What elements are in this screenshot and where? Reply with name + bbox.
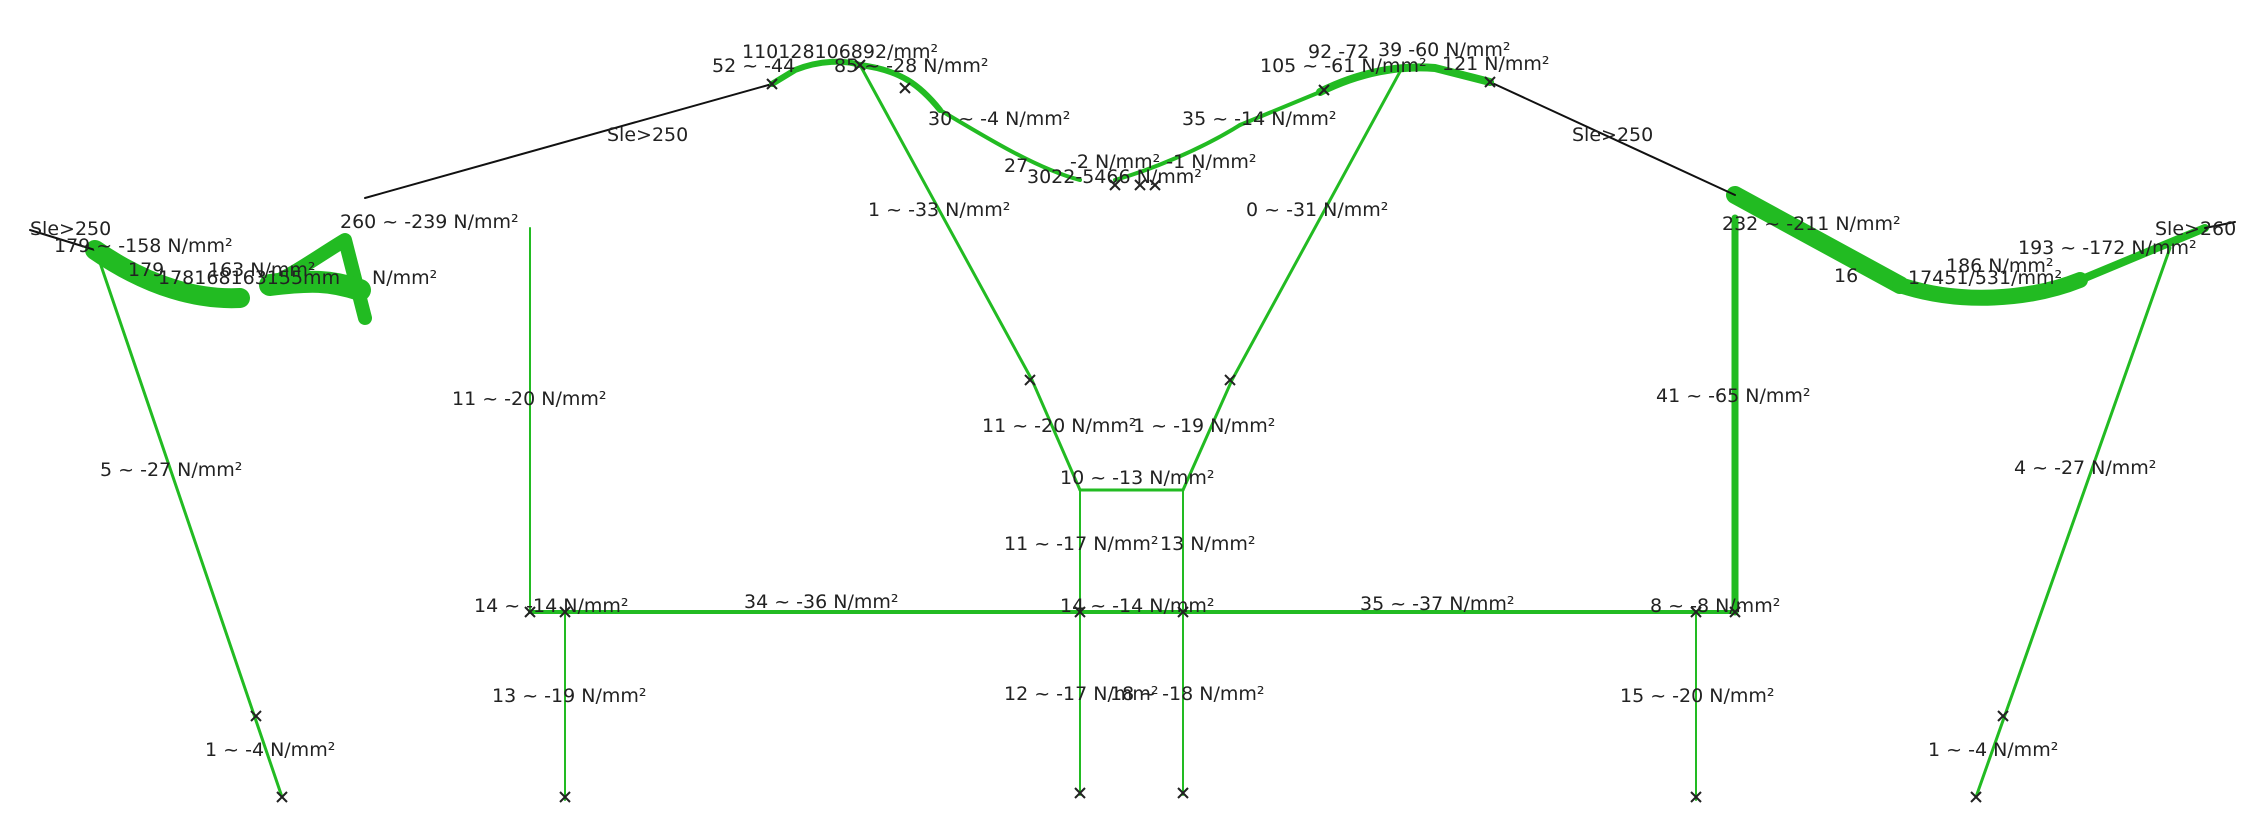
label-leg-right: 15 ~ -20 N/mm² (1620, 685, 1775, 707)
label-beam-left-node: 14 ~ -14 N/mm² (474, 595, 629, 617)
label-right-tip-d: 17451/531/mm² (1908, 267, 2062, 289)
member-left-tip-black (29, 229, 96, 251)
label-beam-left-span: 34 ~ -36 N/mm² (744, 591, 899, 613)
label-left-tip-e: N/mm² (372, 267, 437, 289)
label-top-right-c: 105 ~ -61 N/mm² (1260, 55, 1427, 77)
label-right-outer-col: 4 ~ -27 N/mm² (2014, 457, 2156, 479)
member-right-ridge-seg (1316, 63, 1494, 96)
label-left-end-sle: Sle>250 (30, 218, 111, 240)
member-right-valley (1113, 123, 1242, 182)
member-right-inner-diag (1181, 66, 1404, 492)
label-right-eave: 232 ~ -211 N/mm² (1722, 213, 1901, 235)
node-marker (1074, 606, 1086, 618)
label-left-col-upper: 11 ~ -20 N/mm² (452, 388, 607, 410)
member-right-outer-col (1974, 246, 2172, 799)
node-marker (559, 791, 571, 803)
node-markers (250, 59, 2009, 803)
label-left-sle: Sle>250 (607, 124, 688, 146)
label-right-end-sle: Sle>260 (2155, 218, 2236, 240)
label-leg-mid-left: 12 ~ -17 N/mm² (1004, 683, 1159, 705)
node-marker (1484, 76, 1496, 88)
label-valley-a: 27 (1004, 155, 1028, 177)
label-beam-right-span: 35 ~ -37 N/mm² (1360, 593, 1515, 615)
label-top-left-c: 85 ~ -28 N/mm² (834, 55, 989, 77)
label-top-right-b: 39 -60 N/mm² (1378, 39, 1511, 61)
member-right-eave-tip (2076, 224, 2209, 284)
node-marker (1690, 791, 1702, 803)
label-beam-right-node: 8 ~ -8 N/mm² (1650, 595, 1780, 617)
label-right-diag: 0 ~ -31 N/mm² (1246, 199, 1388, 221)
member-left-eave-curve (85, 240, 250, 309)
node-marker (250, 710, 262, 722)
node-marker (1177, 606, 1189, 618)
node-marker (766, 78, 778, 90)
node-marker (559, 606, 571, 618)
member-right-tip-black (2204, 221, 2236, 229)
label-center-left-a: 11 ~ -20 N/mm² (982, 415, 1137, 437)
label-center-post-right: 13 N/mm² (1160, 533, 1255, 555)
label-right-tip-a: 193 ~ -172 N/mm² (2018, 237, 2197, 259)
stress-labels: 110128106892/mm² 52 ~ -44 85 ~ -28 N/mm²… (30, 39, 2236, 761)
label-right-tip-b: 16 (1834, 265, 1858, 287)
label-top-left-b: 52 ~ -44 (712, 55, 795, 77)
label-top-right-d: 121 N/mm² (1442, 53, 1550, 75)
label-foot-left: 1 ~ -4 N/mm² (205, 739, 335, 761)
label-top-right-a: 92 -72 (1308, 41, 1369, 63)
node-marker (1318, 84, 1330, 96)
member-right-ridge-up (1238, 90, 1322, 127)
node-marker (1970, 791, 1982, 803)
label-valley-b: 3022-5466 N/mm² (1027, 166, 1202, 188)
node-marker (1024, 374, 1036, 386)
label-left-tip-c: 163 N/mm² (208, 259, 316, 281)
label-left-30: 30 ~ -4 N/mm² (928, 108, 1070, 130)
node-marker (1729, 606, 1741, 618)
label-beam-mid-node: 14 ~ -14 N/mm² (1060, 595, 1215, 617)
structural-members (29, 58, 2236, 801)
label-right-tip-c: 186 N/mm² (1946, 255, 2054, 277)
member-left-rafter-black (364, 83, 773, 199)
member-right-rafter-black (1489, 81, 1736, 196)
node-marker (276, 791, 288, 803)
member-left-ridge-seg (769, 58, 863, 87)
label-leg-left: 13 ~ -19 N/mm² (492, 685, 647, 707)
label-left-tip-a: 179 ~ -158 N/mm² (54, 235, 233, 257)
member-right-eave-curve (1892, 272, 2088, 306)
member-left-eave-mid (259, 270, 371, 301)
node-marker (899, 82, 911, 94)
label-right-col-upper: 41 ~ -65 N/mm² (1656, 385, 1811, 407)
label-left-eave: 260 ~ -239 N/mm² (340, 211, 519, 233)
member-right-eave-thick (1726, 186, 1909, 294)
member-left-inner-diag (858, 63, 1082, 492)
node-marker (1690, 606, 1702, 618)
node-marker (1134, 179, 1146, 191)
node-marker (524, 606, 536, 618)
label-foot-right: 1 ~ -4 N/mm² (1928, 739, 2058, 761)
label-left-tip-b: 179 (128, 259, 164, 281)
label-center-post-left: 11 ~ -17 N/mm² (1004, 533, 1159, 555)
label-top-left-a: 110128106892/mm² (742, 41, 938, 63)
label-valley-c: -2 N/mm² -1 N/mm² (1070, 151, 1257, 173)
node-marker (854, 59, 866, 71)
label-center-right-a: 1 ~ -19 N/mm² (1133, 415, 1275, 437)
label-leg-mid-right: 18 ~ -18 N/mm² (1110, 683, 1265, 705)
member-left-ridge-down (857, 62, 943, 113)
label-right-35: 35 ~ -14 N/mm² (1182, 108, 1337, 130)
label-right-sle: Sle>250 (1572, 124, 1653, 146)
label-center-tie: 10 ~ -13 N/mm² (1060, 467, 1215, 489)
node-marker (1149, 179, 1161, 191)
label-left-tip-d: 178168163155mm (158, 267, 340, 289)
member-left-outer-col (93, 246, 284, 799)
node-marker (1074, 787, 1086, 799)
node-marker (1109, 179, 1121, 191)
node-marker (1224, 374, 1236, 386)
node-marker (1997, 710, 2009, 722)
label-left-outer-col: 5 ~ -27 N/mm² (100, 459, 242, 481)
member-left-valley (938, 108, 1082, 182)
node-marker (1177, 787, 1189, 799)
label-left-diag: 1 ~ -33 N/mm² (868, 199, 1010, 221)
